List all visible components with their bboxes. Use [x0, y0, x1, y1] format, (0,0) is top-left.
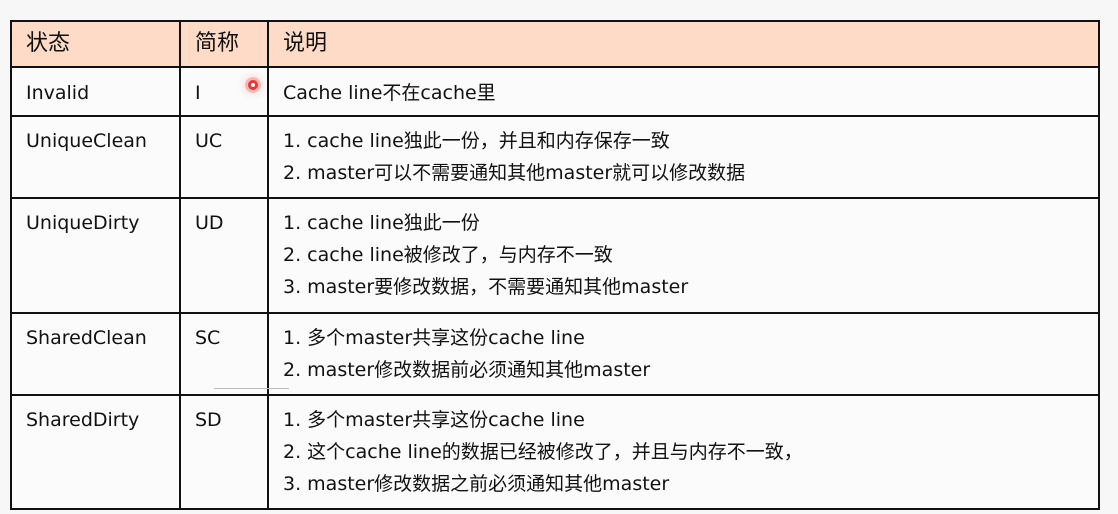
desc-line: 2. 这个cache line的数据已经被修改了，并且与内存不一致，: [283, 441, 803, 463]
cell-abbr: UD: [179, 197, 269, 314]
table-row-invalid: Invalid I Cache line不在cache里: [10, 66, 1100, 117]
desc-line: 3. master要修改数据，不需要通知其他master: [283, 276, 689, 298]
cell-abbr: SC: [179, 312, 269, 396]
cell-state: SharedDirty: [10, 394, 181, 510]
cache-state-table: 状态 简称 说明 Invalid I Cache line不在cache里 Un…: [10, 20, 1100, 510]
desc-line: Cache line不在cache里: [283, 82, 496, 104]
header-desc: 说明: [267, 20, 1100, 68]
header-state: 状态: [10, 20, 181, 68]
pointer-cursor-icon: [248, 80, 258, 90]
desc-line: 1. cache line独此一份: [283, 212, 480, 234]
cell-desc: 1. cache line独此一份，并且和内存保存一致 2. master可以不…: [267, 115, 1100, 199]
desc-line: 1. cache line独此一份，并且和内存保存一致: [283, 130, 670, 152]
cell-state: UniqueClean: [10, 115, 181, 199]
desc-line: 1. 多个master共享这份cache line: [283, 327, 585, 349]
header-abbr: 简称: [179, 20, 269, 68]
cell-state: Invalid: [10, 66, 181, 117]
cell-abbr: UC: [179, 115, 269, 199]
desc-line: 2. master可以不需要通知其他master就可以修改数据: [283, 162, 746, 184]
cell-abbr: I: [179, 66, 269, 117]
table-header-row: 状态 简称 说明: [10, 20, 1100, 68]
cell-desc: 1. 多个master共享这份cache line 2. master修改数据前…: [267, 312, 1100, 396]
cell-state: SharedClean: [10, 312, 181, 396]
desc-line: 2. cache line被修改了，与内存不一致: [283, 244, 613, 266]
desc-line: 1. 多个master共享这份cache line: [283, 409, 585, 431]
table-row-unique-clean: UniqueClean UC 1. cache line独此一份，并且和内存保存…: [10, 115, 1100, 199]
desc-line: 3. master修改数据之前必须通知其他master: [283, 473, 670, 495]
table-row-shared-dirty: SharedDirty SD 1. 多个master共享这份cache line…: [10, 394, 1100, 510]
cell-desc: Cache line不在cache里: [267, 66, 1100, 117]
table-row-shared-clean: SharedClean SC 1. 多个master共享这份cache line…: [10, 312, 1100, 396]
cell-desc: 1. 多个master共享这份cache line 2. 这个cache lin…: [267, 394, 1100, 510]
cell-state: UniqueDirty: [10, 197, 181, 314]
table-row-unique-dirty: UniqueDirty UD 1. cache line独此一份 2. cach…: [10, 197, 1100, 314]
cell-desc: 1. cache line独此一份 2. cache line被修改了，与内存不…: [267, 197, 1100, 314]
desc-line: 2. master修改数据前必须通知其他master: [283, 359, 651, 381]
cell-abbr: SD: [179, 394, 269, 510]
stray-line-artifact: [214, 388, 289, 389]
